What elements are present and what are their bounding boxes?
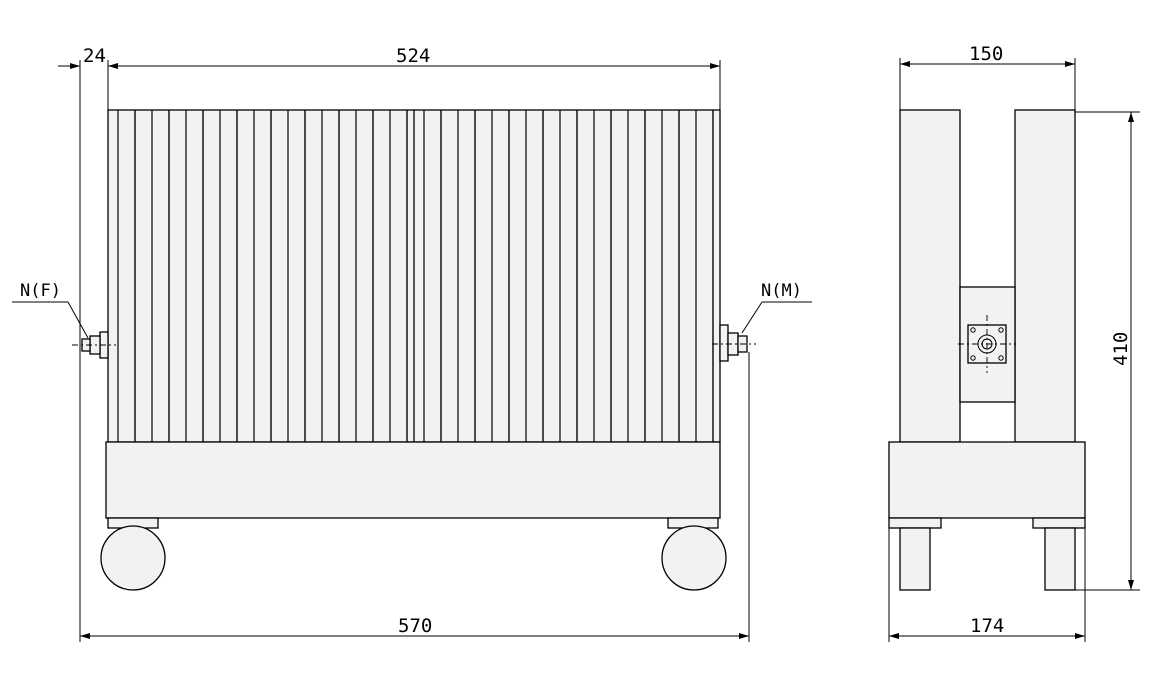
svg-text:570: 570 <box>398 615 432 637</box>
svg-text:174: 174 <box>970 615 1004 637</box>
side-wheel-left <box>899 527 931 591</box>
left-connector <box>72 331 116 359</box>
svg-text:410: 410 <box>1110 332 1132 366</box>
dim-24: 24 <box>58 45 120 69</box>
side-wheel-right <box>1044 527 1076 591</box>
dim-410: 410 <box>1110 112 1134 590</box>
front-fins <box>117 110 714 442</box>
svg-text:150: 150 <box>969 43 1003 65</box>
dim-150: 150 <box>900 43 1075 67</box>
svg-text:524: 524 <box>396 45 430 67</box>
side-base-box <box>888 441 1086 519</box>
side-caster-bracket-right <box>1032 517 1086 529</box>
front-wheel-left <box>100 525 166 591</box>
left-connector-label: N(F) <box>20 281 61 301</box>
side-view: 150 410 174 <box>888 43 1140 642</box>
right-connector-leader <box>741 301 763 334</box>
front-wheel-right <box>661 525 727 591</box>
dim-174: 174 <box>889 615 1085 639</box>
front-view: N(F) N(M) 24 524 <box>12 45 812 642</box>
svg-text:24: 24 <box>83 45 106 67</box>
right-connector <box>712 324 756 362</box>
front-base-box <box>105 441 721 519</box>
dim-524: 524 <box>108 45 720 69</box>
side-connector-flange <box>958 315 1016 373</box>
side-upright-left <box>899 109 961 443</box>
side-upright-right <box>1014 109 1076 443</box>
dim-570: 570 <box>80 615 749 639</box>
right-connector-label: N(M) <box>761 281 802 301</box>
side-caster-bracket-left <box>888 517 942 529</box>
